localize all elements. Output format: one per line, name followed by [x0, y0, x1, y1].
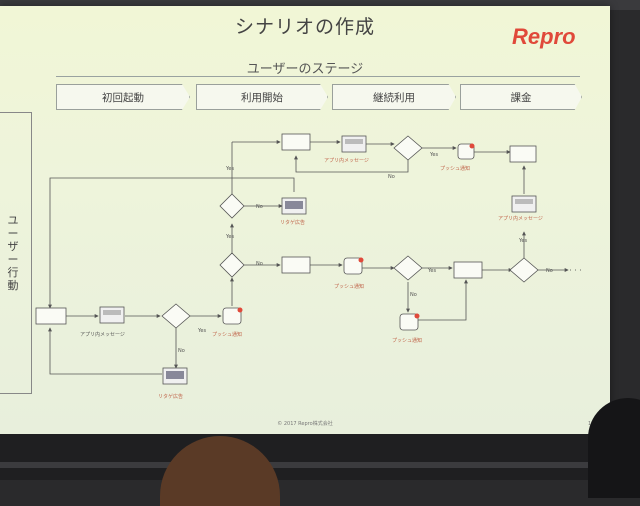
- slide-title: シナリオの作成: [234, 16, 375, 38]
- label-retarget-ad: リタゲ広告: [280, 219, 305, 226]
- label-ellipsis: ・・・: [568, 268, 583, 274]
- label-push: プッシュ通知: [334, 283, 364, 290]
- presentation-slide: シナリオの作成 Repro ユーザーのステージ 初回起動 利用開始 継続利用 課…: [0, 6, 610, 434]
- in-app-message-icon: [341, 135, 367, 153]
- label-retarget-ad: リタゲ広告: [158, 393, 183, 400]
- label-yes: Yes: [427, 268, 436, 274]
- label-no: No: [256, 261, 263, 267]
- label-push: プッシュ通知: [392, 337, 422, 344]
- label-yes: Yes: [225, 234, 234, 240]
- decision-diamond: [219, 193, 245, 219]
- in-app-message-icon: [99, 306, 125, 324]
- retarget-ad-icon: [162, 367, 188, 385]
- flow-labels: アプリ内メッセージ Yes No プッシュ通知 リタゲ広告 Yes No プッシ…: [80, 152, 583, 400]
- label-no: No: [410, 292, 417, 298]
- decision-diamond: [393, 255, 423, 281]
- label-no: No: [388, 174, 395, 180]
- process-node: [281, 133, 311, 151]
- label-push: プッシュ通知: [440, 165, 470, 172]
- label-yes: Yes: [518, 238, 527, 244]
- start-node: [35, 307, 67, 325]
- stage-subtitle: ユーザーのステージ: [246, 62, 364, 77]
- label-yes: Yes: [225, 166, 234, 172]
- label-no: No: [546, 268, 553, 274]
- process-node: [281, 256, 311, 274]
- user-action-frame: [0, 112, 32, 394]
- retarget-ad-icon: [281, 197, 307, 215]
- stage-continued-use: 継続利用: [332, 84, 456, 110]
- label-no: No: [178, 348, 185, 354]
- push-icon: [457, 143, 475, 160]
- label-yes: Yes: [429, 152, 438, 158]
- push-icon: [343, 257, 364, 275]
- stage-divider: [56, 76, 580, 77]
- label-in-app-message: アプリ内メッセージ: [498, 215, 543, 222]
- screen-rail: [0, 462, 640, 468]
- push-icon: [222, 307, 243, 325]
- label-in-app-message: アプリ内メッセージ: [80, 331, 125, 338]
- room-ceiling: [0, 0, 640, 10]
- decision-diamond: [393, 135, 423, 161]
- process-node: [509, 145, 537, 163]
- label-in-app-message: アプリ内メッセージ: [324, 157, 369, 164]
- audience-head: [588, 398, 640, 498]
- process-node: [453, 261, 483, 279]
- room-below-screen: [0, 434, 640, 480]
- label-push: プッシュ通知: [212, 331, 242, 338]
- flow-nodes: [35, 133, 539, 385]
- decision-diamond: [161, 303, 191, 329]
- in-app-message-icon: [511, 195, 537, 213]
- stage-purchase: 課金: [460, 84, 582, 110]
- scenario-flow-diagram: アプリ内メッセージ Yes No プッシュ通知 リタゲ広告 Yes No プッシ…: [35, 133, 583, 400]
- user-action-label: ユーザー行動: [7, 214, 19, 292]
- repro-logo: Repro: [512, 24, 576, 49]
- stage-first-launch: 初回起動: [56, 84, 190, 110]
- label-no: No: [256, 204, 263, 210]
- decision-diamond: [219, 252, 245, 278]
- slide-footer: © 2017 Repro株式会社: [277, 421, 333, 427]
- decision-diamond: [509, 257, 539, 283]
- flow-connectors: [48, 140, 569, 375]
- stage-start-use: 利用開始: [196, 84, 328, 110]
- label-yes: Yes: [197, 328, 206, 334]
- push-icon: [399, 313, 420, 331]
